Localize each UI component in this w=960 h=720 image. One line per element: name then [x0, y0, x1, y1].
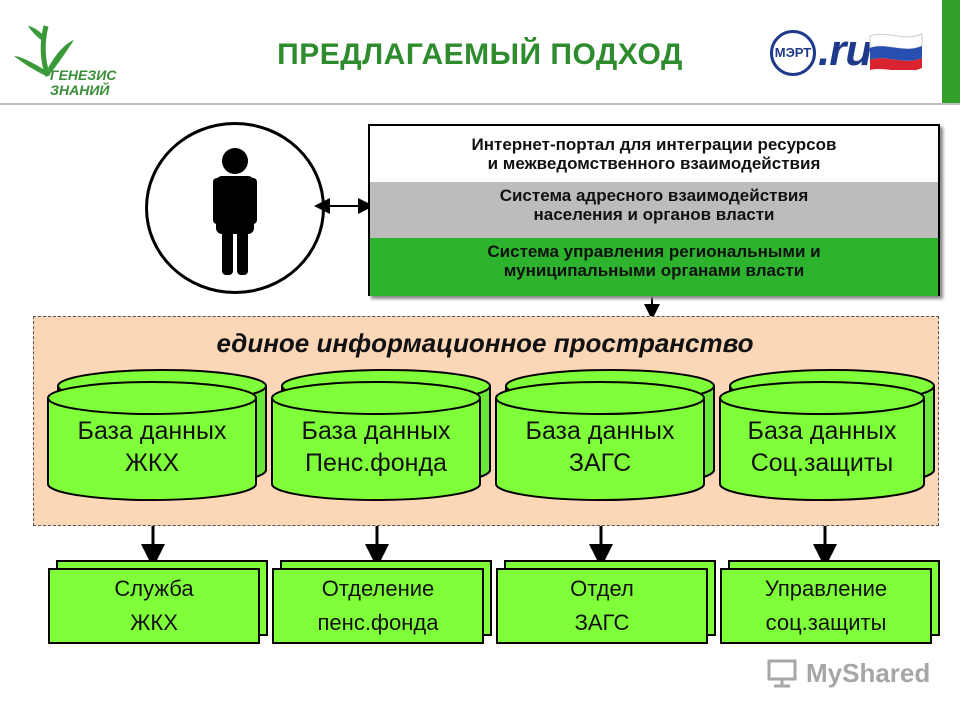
header-divider	[0, 103, 960, 105]
service-box-social: Управление соц.защиты	[720, 568, 932, 644]
database-label-line1: База данных	[77, 417, 227, 445]
logo-line-2: ЗНАНИЙ	[50, 82, 110, 98]
genezis-logo	[12, 12, 122, 100]
portal-row-management-label: Система управления региональными и муниц…	[487, 242, 821, 280]
genezis-logo-text: ГЕНЕЗИС ЗНАНИЙ	[50, 68, 116, 98]
database-cylinder-icon	[495, 369, 715, 501]
person-icon	[213, 148, 257, 275]
service-box-pension: Отделение пенс.фонда	[272, 568, 484, 644]
database-label-line2: Соц.защиты	[750, 449, 894, 477]
service-box-zags: Отдел ЗАГС	[496, 568, 708, 644]
portal-block: Интернет-портал для интеграции ресурсов …	[368, 124, 940, 296]
portal-row-internet: Интернет-портал для интеграции ресурсов …	[370, 130, 938, 182]
service-label-line2: ЗАГС	[574, 610, 630, 635]
service-label-line1: Отдел	[570, 576, 634, 601]
service-label-line1: Отделение	[321, 576, 435, 601]
service-label-line1: Управление	[764, 576, 888, 601]
portal-row-internet-label: Интернет-портал для интеграции ресурсов …	[471, 135, 837, 173]
logo-line-1: ГЕНЕЗИС	[50, 67, 117, 83]
portal-row-address-label: Система адресного взаимодействия населен…	[499, 186, 809, 224]
sprout-icon	[14, 25, 74, 77]
database-label-line1: База данных	[747, 417, 897, 445]
header-accent-bar	[942, 0, 960, 104]
watermark-text: MyShared	[806, 658, 931, 688]
service-label-line1: Служба	[114, 576, 194, 601]
database-label-zags: База данных ЗАГС	[494, 415, 706, 479]
ru-logo-text: .ru	[818, 26, 872, 75]
database-label-zhkh: База данных ЖКХ	[46, 415, 258, 479]
service-label-line2: пенс.фонда	[317, 610, 439, 635]
database-label-line2: Пенс.фонда	[305, 449, 447, 477]
user-circle	[145, 122, 325, 294]
portal-row-management-system: Система управления региональными и муниц…	[370, 238, 938, 296]
presentation-icon	[766, 658, 800, 688]
database-label-pension: База данных Пенс.фонда	[270, 415, 482, 479]
service-box-zhkh: Служба ЖКХ	[48, 568, 260, 644]
russian-flag-icon	[868, 30, 924, 72]
database-cylinder-icon	[47, 369, 267, 501]
portal-row-address-system: Система адресного взаимодействия населен…	[370, 182, 938, 238]
database-label-social: База данных Соц.защиты	[716, 415, 928, 479]
service-label-line2: соц.защиты	[765, 610, 887, 635]
service-label-line2: ЖКХ	[130, 610, 178, 635]
database-label-line1: База данных	[525, 417, 675, 445]
database-cylinder-icon	[719, 369, 935, 501]
mert-seal-logo: МЭРТ	[770, 30, 816, 76]
database-label-line1: База данных	[301, 417, 451, 445]
database-label-line2: ЖКХ	[124, 449, 180, 477]
page-title: ПРЕДЛАГАЕМЫЙ ПОДХОД	[277, 38, 683, 71]
database-cylinder-icon	[271, 369, 491, 501]
info-space-title: единое информационное пространство	[216, 328, 754, 358]
database-label-line2: ЗАГС	[568, 449, 632, 477]
